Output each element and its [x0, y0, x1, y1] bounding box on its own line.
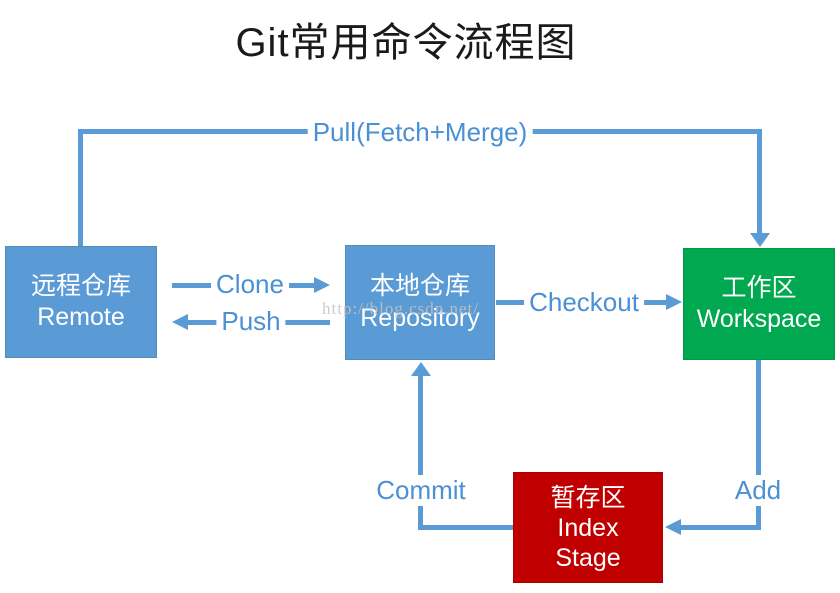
pull-line-vertical-left [78, 129, 83, 246]
commit-arrowhead-up-icon [411, 362, 431, 376]
add-line-vertical [756, 360, 761, 530]
add-line-horizontal [681, 525, 761, 530]
commit-arrow-label: Commit [371, 475, 471, 506]
node-repository-label-en: Repository [360, 303, 480, 332]
clone-arrowhead-right-icon [314, 277, 330, 293]
node-repository-label-cn: 本地仓库 [369, 272, 470, 301]
push-arrowhead-left-icon [172, 314, 188, 330]
pull-arrowhead-down-icon [750, 233, 770, 247]
add-arrow-label: Add [729, 475, 787, 506]
node-index-label-en1: Index [557, 513, 619, 542]
checkout-arrowhead-right-icon [666, 294, 682, 310]
checkout-arrow-label: Checkout [524, 287, 644, 318]
clone-arrow-label: Clone [211, 269, 289, 300]
node-remote: 远程仓库 Remote [5, 246, 157, 358]
node-index-label-en2: Stage [555, 543, 621, 572]
pull-arrow-label: Pull(Fetch+Merge) [307, 117, 533, 148]
commit-line-horizontal [418, 525, 515, 530]
node-remote-label-cn: 远程仓库 [30, 271, 131, 300]
add-arrowhead-left-icon [665, 519, 681, 535]
diagram-title: Git常用命令流程图 [235, 21, 577, 65]
node-workspace-label-cn: 工作区 [721, 273, 797, 302]
push-arrow-label: Push [216, 306, 286, 337]
node-remote-label-en: Remote [37, 303, 125, 331]
node-index-label-cn: 暂存区 [550, 483, 626, 512]
node-workspace-label-en: Workspace [696, 305, 822, 333]
watermark-text: http://blog.csdn.net/ [322, 299, 479, 318]
node-index-stage: 暂存区 Index Stage [513, 472, 663, 583]
node-workspace: 工作区 Workspace [683, 248, 835, 360]
commit-line-vertical [418, 376, 423, 530]
node-repository: 本地仓库 Repository [345, 245, 495, 360]
pull-line-vertical-right [757, 129, 762, 233]
